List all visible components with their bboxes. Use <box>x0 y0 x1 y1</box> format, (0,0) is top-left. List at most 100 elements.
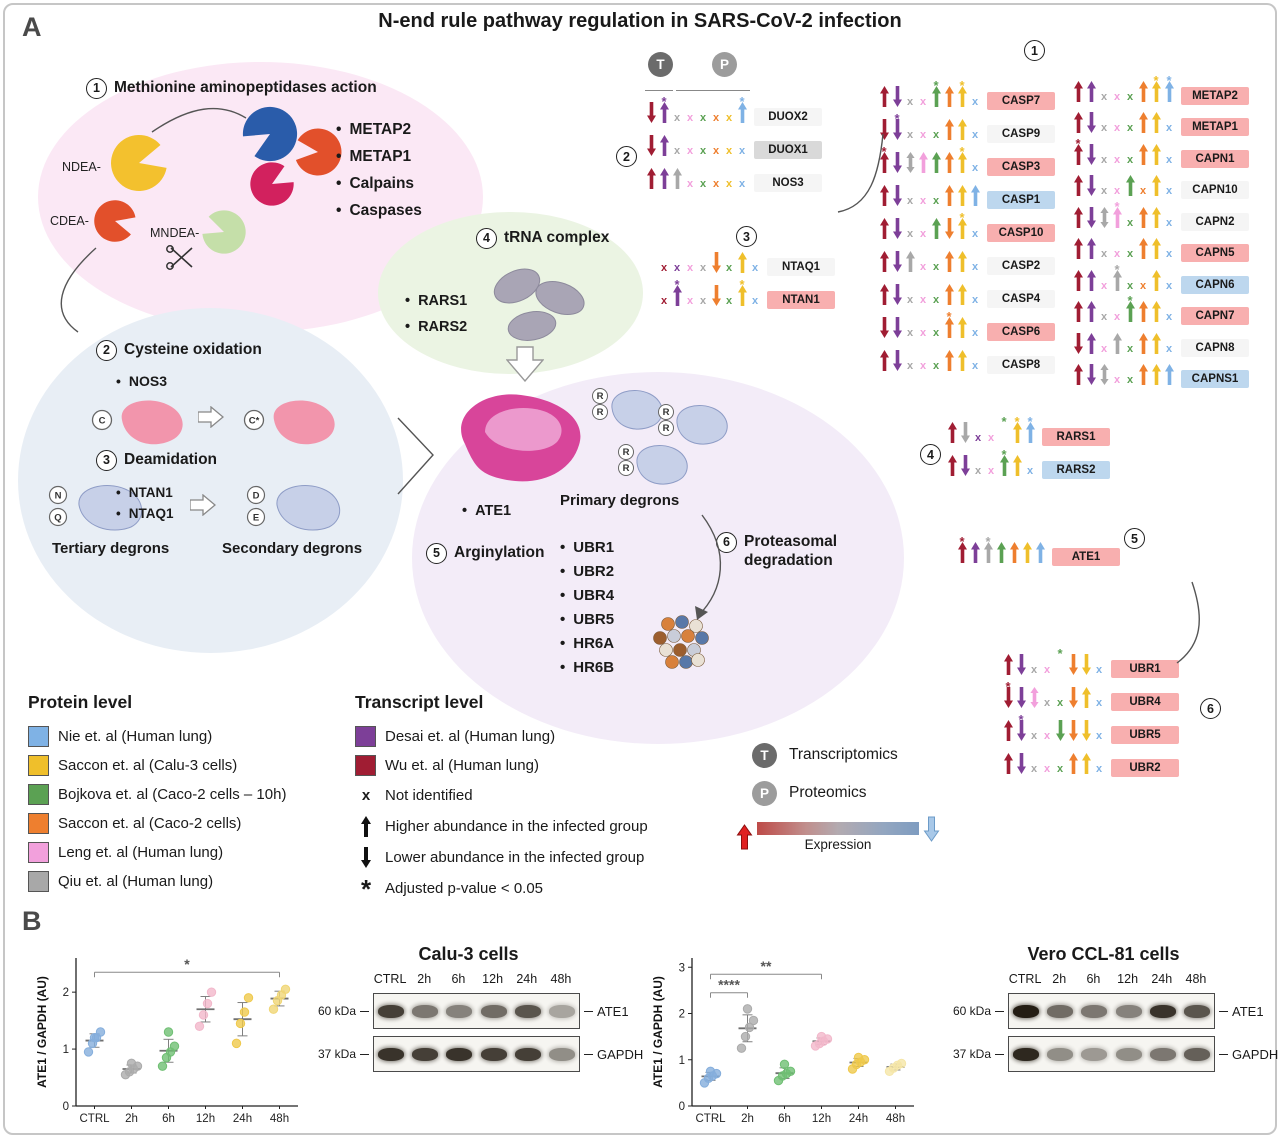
not-identified-mark: x <box>1043 762 1051 775</box>
not-identified-mark: x <box>919 293 927 306</box>
vero-blot-title: Vero CCL-81 cells <box>1027 944 1180 964</box>
up-arrow-icon <box>996 541 1007 569</box>
blot-lane <box>1146 1047 1180 1061</box>
not-identified-mark: x <box>1165 342 1173 355</box>
up-arrow-icon <box>1125 174 1136 202</box>
lane-label: 2h <box>1052 972 1067 986</box>
legend-color-swatch <box>28 755 49 776</box>
transcript-level-list: Desai et. al (Human lung)Wu et. al (Huma… <box>355 722 555 780</box>
cdea-aminopeptidase-icon <box>94 200 136 242</box>
up-arrow-icon <box>1151 237 1162 265</box>
not-identified-mark: x <box>1043 729 1051 742</box>
not-identified-mark: x <box>712 177 720 190</box>
gene-label: METAP2 <box>1181 86 1249 105</box>
not-identified-mark: x <box>932 260 940 273</box>
not-identified-mark: x <box>919 260 927 273</box>
arginine-letter: R <box>663 407 670 418</box>
transcript-level-title: Transcript level <box>355 692 484 712</box>
significance-star: * <box>1027 413 1033 429</box>
symbol-legend-label: Higher abundance in the infected group <box>385 818 648 835</box>
svg-text:0: 0 <box>679 1101 685 1113</box>
protein-band <box>514 1004 541 1018</box>
blot-lane <box>1077 1047 1111 1061</box>
protein-band <box>1183 1004 1210 1018</box>
up-arrow-icon <box>1164 80 1175 108</box>
protein-label: GAPDH <box>597 1046 644 1062</box>
up-arrow-icon <box>879 217 890 245</box>
svg-text:12h: 12h <box>812 1113 831 1125</box>
calu3-blot-title: Calu-3 cells <box>418 944 519 964</box>
lane-label: 48h <box>550 972 572 986</box>
ate1-enzyme-shape <box>461 394 581 482</box>
gene-label: CAPN6 <box>1181 275 1249 294</box>
section4-title: tRNA complex <box>504 229 610 246</box>
up-arrow-icon <box>672 167 683 195</box>
omics-label: Proteomics <box>789 784 867 801</box>
not-identified-mark: x <box>1056 762 1064 775</box>
section2-panel-number: 2 <box>616 146 637 167</box>
significance-star: * <box>674 276 680 292</box>
down-arrow-icon <box>1068 686 1079 714</box>
legend-item: Nie et. al (Human lung) <box>28 722 286 751</box>
up-arrow-icon <box>879 85 890 113</box>
legend-label: Desai et. al (Human lung) <box>385 728 556 745</box>
bullet-item: UBR1 <box>560 536 614 560</box>
up-arrow-icon <box>957 316 968 344</box>
gene-label: CAPN5 <box>1181 244 1249 263</box>
up-arrow-icon <box>646 167 657 195</box>
down-arrow-icon <box>1016 752 1027 780</box>
section3-panel-number: 3 <box>736 226 757 247</box>
down-arrow-icon <box>711 251 722 279</box>
lane-label: 12h <box>1117 972 1139 986</box>
not-identified-mark: x <box>725 261 733 274</box>
protein-band <box>1115 1004 1142 1018</box>
legend-label: Saccon et. al (Calu-3 cells) <box>58 757 238 774</box>
blot-lane <box>1043 1047 1077 1061</box>
gene-label: CAPN7 <box>1181 307 1249 326</box>
not-identified-mark: x <box>974 464 982 477</box>
legend-label: Nie et. al (Human lung) <box>58 728 213 745</box>
arginine-letter: R <box>623 463 630 474</box>
down-arrow-icon <box>879 316 890 344</box>
down-arrow-icon <box>892 349 903 377</box>
up-arrow-icon <box>944 283 955 311</box>
legend-color-swatch <box>28 784 49 805</box>
down-arrow-icon <box>879 118 890 146</box>
down-arrow-icon <box>1086 143 1097 171</box>
svg-text:ATE1 / GAPDH (AU): ATE1 / GAPDH (AU) <box>35 976 49 1088</box>
down-arrow-icon <box>1073 332 1084 360</box>
section2-title: Cysteine oxidation <box>124 341 262 358</box>
protein-tick <box>584 1053 593 1055</box>
down-arrow-icon <box>646 101 657 129</box>
symbol-legend-item: Lower abundance in the infected group <box>357 842 648 873</box>
up-arrow-icon <box>957 151 968 179</box>
not-identified-mark: x <box>1126 122 1134 135</box>
not-identified-mark: x <box>919 194 927 207</box>
significance-star: * <box>959 143 965 159</box>
not-identified-mark: x <box>725 144 733 157</box>
bullet-item: METAP1 <box>336 143 422 170</box>
up-arrow-icon <box>944 184 955 212</box>
blot-lane <box>1112 1004 1146 1018</box>
cysteine-substrate-shape: C <box>91 400 183 445</box>
protein-band <box>1013 1004 1040 1018</box>
up-arrow-icon <box>1125 300 1136 328</box>
protein-band <box>480 1004 507 1018</box>
gene-label: METAP1 <box>1181 118 1249 137</box>
down-arrow-icon <box>892 250 903 278</box>
omics-badge: T <box>752 742 777 768</box>
